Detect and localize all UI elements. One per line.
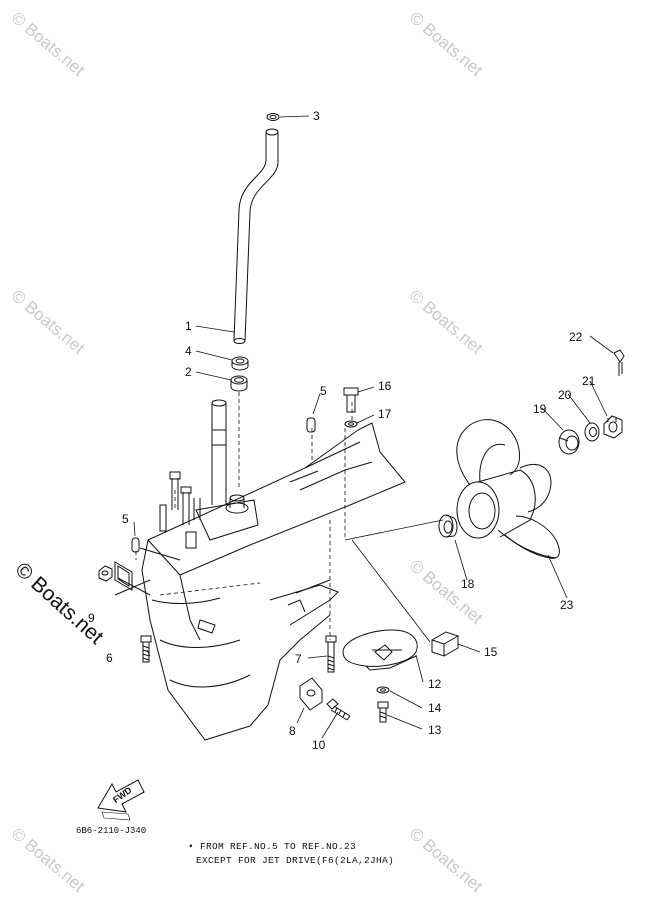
part-6-bolt[interactable]: [140, 635, 152, 663]
callout-10[interactable]: 10: [312, 738, 326, 752]
footnote-line-1: • FROM REF.NO.5 TO REF.NO.23: [188, 841, 357, 852]
callout-4[interactable]: 4: [185, 344, 192, 358]
part-3-o-ring[interactable]: [266, 113, 280, 121]
callout-20[interactable]: 20: [558, 388, 572, 402]
part-9-grommet[interactable]: [114, 561, 133, 591]
callout-18[interactable]: 18: [461, 577, 475, 591]
part-10-bolt[interactable]: [326, 698, 351, 721]
part-5-dowel-pin-upper[interactable]: [306, 417, 316, 433]
callout-14[interactable]: 14: [428, 701, 442, 715]
callout-6[interactable]: 6: [106, 651, 113, 665]
callout-2[interactable]: 2: [185, 365, 192, 379]
part-15-anode-block[interactable]: [431, 631, 459, 657]
callout-5-upper[interactable]: 5: [320, 384, 327, 398]
part-5-dowel-pin-lower[interactable]: [131, 537, 140, 553]
callout-22[interactable]: 22: [569, 330, 583, 344]
callout-leaders: [133, 115, 614, 739]
part-19-spacer[interactable]: [558, 429, 580, 455]
callout-19[interactable]: 19: [533, 402, 547, 416]
part-2-seal[interactable]: [230, 375, 248, 392]
part-21-castle-nut[interactable]: [603, 415, 623, 439]
part-13-bolt[interactable]: [377, 701, 389, 723]
fwd-arrow-icon: [97, 779, 145, 821]
callout-9[interactable]: 9: [88, 611, 95, 625]
part-8-anode[interactable]: [299, 677, 323, 711]
part-22-cotter-pin[interactable]: [613, 349, 625, 376]
callout-8[interactable]: 8: [289, 724, 296, 738]
callout-13[interactable]: 13: [428, 723, 442, 737]
callout-12[interactable]: 12: [428, 677, 442, 691]
callout-15[interactable]: 15: [484, 645, 498, 659]
part-16-bolt[interactable]: [343, 387, 359, 413]
drive-shaft[interactable]: [211, 399, 227, 505]
drawing-number: 6B6-2110-J340: [76, 826, 147, 836]
part-23-propeller[interactable]: [456, 419, 560, 559]
callout-3[interactable]: 3: [313, 109, 320, 123]
part-18-thrust-washer[interactable]: [438, 514, 458, 538]
shift-rod-assembly[interactable]: [159, 471, 201, 549]
part-7-bolt[interactable]: [325, 635, 337, 673]
part-17-washer[interactable]: [344, 420, 358, 428]
part-9-nut[interactable]: [98, 565, 113, 582]
callout-5-lower[interactable]: 5: [122, 512, 129, 526]
gear-case-housing[interactable]: [114, 422, 406, 741]
footnote-line-2: EXCEPT FOR JET DRIVE(F6(2LA,2JHA): [196, 855, 395, 866]
callout-23[interactable]: 23: [560, 598, 574, 612]
part-1-water-tube[interactable]: [233, 128, 279, 344]
callout-7[interactable]: 7: [295, 652, 302, 666]
part-4-grommet[interactable]: [231, 356, 249, 371]
part-14-washer[interactable]: [376, 686, 390, 694]
callout-17[interactable]: 17: [378, 407, 392, 421]
part-20-washer[interactable]: [584, 422, 600, 442]
part-12-trim-tab[interactable]: [342, 629, 418, 671]
callout-16[interactable]: 16: [378, 379, 392, 393]
callout-21[interactable]: 21: [582, 374, 596, 388]
callout-1[interactable]: 1: [185, 319, 192, 333]
